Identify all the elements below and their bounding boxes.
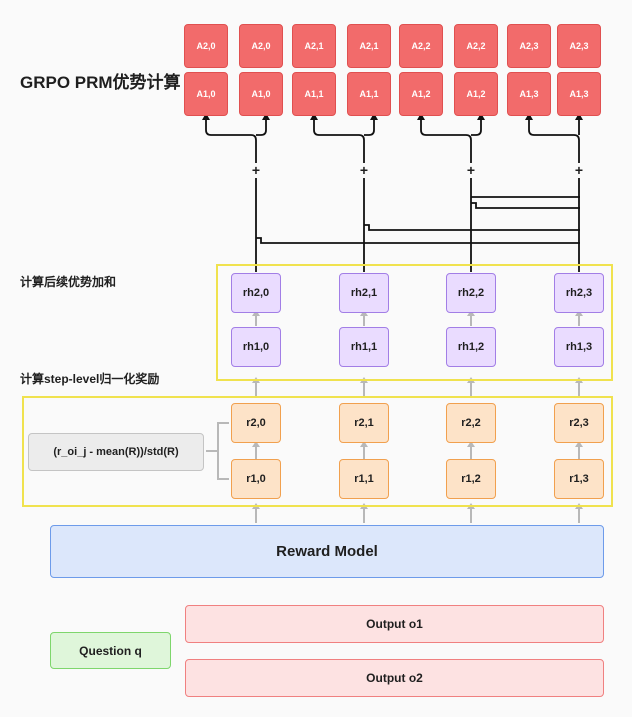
raw-reward-box: r1,0	[231, 459, 281, 499]
raw-reward-box: r2,1	[339, 403, 389, 443]
advantage-box: A1,2	[454, 72, 498, 116]
advantage-box: A1,0	[184, 72, 228, 116]
normalized-reward-box: rh2,1	[339, 273, 389, 313]
normalized-reward-box: rh2,0	[231, 273, 281, 313]
advantage-box: A2,2	[399, 24, 443, 68]
advantage-box: A2,3	[507, 24, 551, 68]
normalized-reward-box: rh1,0	[231, 327, 281, 367]
advantage-box: A1,3	[507, 72, 551, 116]
question-box: Question q	[50, 632, 171, 669]
advantage-box: A1,0	[239, 72, 283, 116]
raw-reward-group	[22, 396, 613, 507]
raw-reward-box: r2,0	[231, 403, 281, 443]
raw-reward-box: r1,1	[339, 459, 389, 499]
advantage-box: A2,1	[347, 24, 391, 68]
advantage-box: A2,0	[184, 24, 228, 68]
advantage-box: A2,1	[292, 24, 336, 68]
plus-symbol: +	[251, 162, 261, 178]
page-title: GRPO PRM优势计算	[20, 73, 181, 92]
normalized-reward-box: rh1,3	[554, 327, 604, 367]
advantage-box: A1,1	[292, 72, 336, 116]
advantage-box: A2,2	[454, 24, 498, 68]
section-label-advantage-sum: 计算后续优势加和	[20, 275, 117, 289]
normalized-reward-group	[216, 264, 613, 381]
advantage-box: A2,3	[557, 24, 601, 68]
normalized-reward-box: rh2,2	[446, 273, 496, 313]
raw-reward-box: r1,3	[554, 459, 604, 499]
plus-symbol: +	[574, 162, 584, 178]
advantage-box: A1,3	[557, 72, 601, 116]
normalized-reward-box: rh1,1	[339, 327, 389, 367]
normalized-reward-box: rh1,2	[446, 327, 496, 367]
advantage-box: A2,0	[239, 24, 283, 68]
raw-reward-box: r2,3	[554, 403, 604, 443]
normalized-reward-box: rh2,3	[554, 273, 604, 313]
reward-model-box: Reward Model	[50, 525, 604, 578]
raw-reward-box: r2,2	[446, 403, 496, 443]
raw-reward-box: r1,2	[446, 459, 496, 499]
output-box-o1: Output o1	[185, 605, 604, 643]
advantage-box: A1,2	[399, 72, 443, 116]
section-label-normalize: 计算step-level归一化奖励	[20, 372, 160, 386]
plus-symbol: +	[466, 162, 476, 178]
normalization-formula: (r_oi_j - mean(R))/std(R)	[28, 433, 204, 471]
advantage-box: A1,1	[347, 72, 391, 116]
plus-symbol: +	[359, 162, 369, 178]
output-box-o2: Output o2	[185, 659, 604, 697]
